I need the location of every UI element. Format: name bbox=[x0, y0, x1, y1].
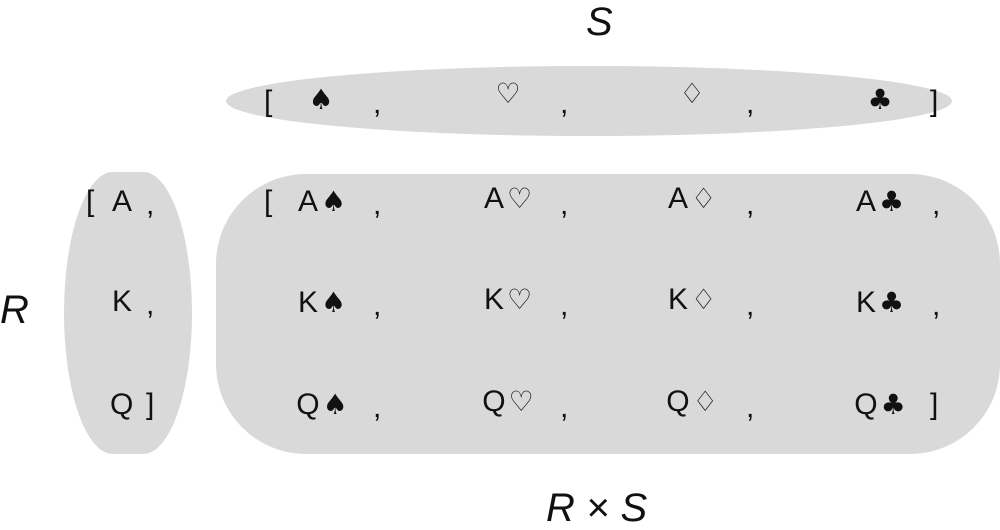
product-cell: Q♣ bbox=[854, 390, 905, 420]
product-comma: , bbox=[560, 289, 569, 322]
product-cell: K♠ bbox=[298, 288, 346, 318]
set-s-item-diamond: ♢ bbox=[679, 77, 705, 110]
product-cell: A♢ bbox=[668, 184, 716, 214]
set-s-close-bracket: ] bbox=[930, 85, 939, 118]
cell-rank: K bbox=[667, 283, 688, 316]
heart-icon: ♡ bbox=[506, 283, 533, 316]
product-cell: A♠ bbox=[298, 187, 346, 217]
diamond-icon: ♢ bbox=[692, 385, 718, 418]
set-s-comma: , bbox=[373, 87, 382, 120]
cell-rank: A bbox=[855, 185, 876, 218]
spade-icon: ♠ bbox=[320, 185, 347, 218]
cell-rank: Q bbox=[482, 385, 506, 418]
product-cell: K♢ bbox=[668, 285, 716, 315]
product-open-bracket: [ bbox=[264, 185, 273, 218]
product-cell: A♡ bbox=[484, 184, 532, 214]
set-s-region bbox=[226, 66, 952, 136]
set-s-item-heart: ♡ bbox=[495, 77, 521, 110]
set-r-item-k: K bbox=[112, 285, 133, 318]
product-comma: , bbox=[373, 391, 382, 424]
diamond-icon: ♢ bbox=[690, 182, 717, 215]
cell-rank: K bbox=[855, 286, 876, 319]
cell-rank: A bbox=[667, 182, 688, 215]
product-close-bracket: ] bbox=[930, 388, 939, 421]
product-cell: Q♢ bbox=[666, 387, 717, 417]
spade-icon: ♠ bbox=[320, 286, 347, 319]
cell-rank: A bbox=[297, 185, 318, 218]
club-icon: ♣ bbox=[880, 388, 906, 421]
set-r-open-bracket: [ bbox=[86, 185, 95, 218]
product-comma: , bbox=[932, 188, 941, 221]
label-s: S bbox=[586, 0, 613, 44]
product-comma: , bbox=[373, 289, 382, 322]
product-comma: , bbox=[373, 188, 382, 221]
product-comma: , bbox=[746, 289, 755, 322]
label-r-times-s: R × S bbox=[546, 486, 648, 530]
product-set-region bbox=[216, 174, 1000, 454]
product-comma: , bbox=[560, 188, 569, 221]
club-icon: ♣ bbox=[878, 286, 905, 319]
product-comma: , bbox=[746, 391, 755, 424]
set-s-open-bracket: [ bbox=[264, 85, 273, 118]
product-comma: , bbox=[746, 188, 755, 221]
set-r-item-a: A bbox=[112, 185, 133, 218]
cell-rank: A bbox=[483, 182, 504, 215]
cell-rank: Q bbox=[666, 385, 690, 418]
spade-icon: ♠ bbox=[322, 388, 348, 421]
set-s-comma: , bbox=[560, 87, 569, 120]
set-r-comma: , bbox=[146, 288, 155, 321]
set-r-comma: , bbox=[146, 188, 155, 221]
label-r: R bbox=[0, 288, 29, 332]
cell-rank: K bbox=[483, 283, 504, 316]
heart-icon: ♡ bbox=[506, 182, 533, 215]
product-cell: K♣ bbox=[856, 288, 904, 318]
set-s-item-club: ♣ bbox=[867, 83, 893, 116]
product-comma: , bbox=[932, 289, 941, 322]
cell-rank: Q bbox=[854, 388, 878, 421]
set-r-item-q: Q bbox=[110, 388, 134, 421]
set-r-close-bracket: ] bbox=[146, 388, 155, 421]
club-icon: ♣ bbox=[878, 185, 905, 218]
product-cell: Q♠ bbox=[296, 390, 347, 420]
cell-rank: K bbox=[297, 286, 318, 319]
product-cell: K♡ bbox=[484, 285, 532, 315]
set-r-region bbox=[64, 172, 192, 454]
product-cell: A♣ bbox=[856, 187, 904, 217]
diamond-icon: ♢ bbox=[690, 283, 717, 316]
set-s-comma: , bbox=[746, 87, 755, 120]
cell-rank: Q bbox=[296, 388, 320, 421]
set-s-item-spade: ♠ bbox=[308, 83, 334, 116]
heart-icon: ♡ bbox=[508, 385, 534, 418]
product-comma: , bbox=[560, 391, 569, 424]
product-cell: Q♡ bbox=[482, 387, 533, 417]
